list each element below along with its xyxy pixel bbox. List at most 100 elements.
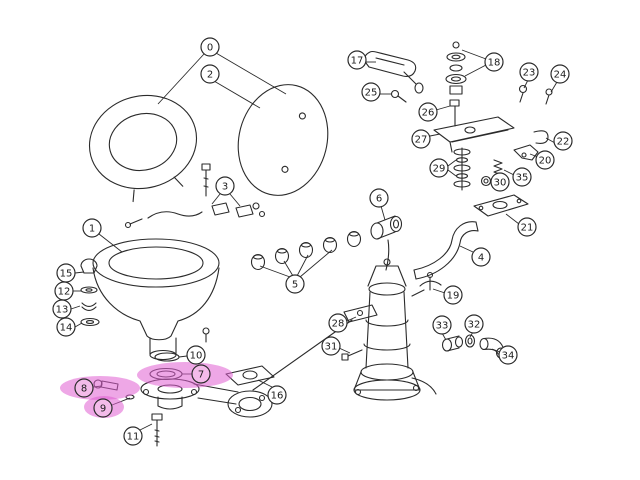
callout-number-8: 8 bbox=[81, 384, 87, 395]
callout-number-29: 29 bbox=[433, 164, 446, 175]
callout-circle-4 bbox=[471, 247, 491, 267]
callout-34: 34 bbox=[498, 345, 518, 365]
callout-number-33: 33 bbox=[436, 321, 449, 332]
callout-7: 7 bbox=[191, 364, 211, 384]
callout-17: 17 bbox=[347, 50, 367, 70]
callout-circle-25 bbox=[361, 82, 381, 102]
callout-number-15: 15 bbox=[60, 269, 73, 280]
callout-27: 27 bbox=[411, 129, 431, 149]
callout-circle-35 bbox=[512, 167, 532, 187]
callout-circle-19 bbox=[443, 285, 463, 305]
callout-2: 2 bbox=[200, 64, 220, 84]
callout-number-10: 10 bbox=[190, 351, 203, 362]
callout-circle-1 bbox=[82, 218, 102, 238]
callout-circle-7 bbox=[191, 364, 211, 384]
callout-25: 25 bbox=[361, 82, 381, 102]
callout-number-22: 22 bbox=[557, 137, 570, 148]
callout-number-7: 7 bbox=[198, 370, 204, 381]
pump-bracket-28-drawing bbox=[341, 304, 378, 361]
callout-5: 5 bbox=[285, 274, 305, 294]
callout-29: 29 bbox=[429, 158, 449, 178]
callout-23: 23 bbox=[519, 62, 539, 82]
callout-circle-31 bbox=[321, 336, 341, 356]
callout-number-24: 24 bbox=[554, 70, 567, 81]
parts-line-art bbox=[80, 41, 553, 447]
callout-16: 16 bbox=[267, 385, 287, 405]
callout-9: 9 bbox=[93, 398, 113, 418]
callout-24: 24 bbox=[550, 64, 570, 84]
callout-31: 31 bbox=[321, 336, 341, 356]
callout-30: 30 bbox=[490, 172, 510, 192]
callout-18: 18 bbox=[484, 52, 504, 72]
callout-circle-8 bbox=[74, 378, 94, 398]
callout-6: 6 bbox=[369, 188, 389, 208]
pump-assembly-drawing bbox=[353, 258, 437, 401]
callout-circle-6 bbox=[369, 188, 389, 208]
callout-circle-26 bbox=[418, 102, 438, 122]
hinge-hardware-drawing bbox=[124, 163, 266, 229]
callout-14: 14 bbox=[56, 317, 76, 337]
spout-6-drawing bbox=[370, 215, 403, 271]
callout-21: 21 bbox=[517, 217, 537, 237]
hose-4-drawing bbox=[413, 221, 479, 280]
callout-circle-13 bbox=[52, 299, 72, 319]
callout-35: 35 bbox=[512, 167, 532, 187]
callout-number-9: 9 bbox=[100, 404, 106, 415]
callout-28: 28 bbox=[328, 313, 348, 333]
callout-number-30: 30 bbox=[494, 178, 507, 189]
callout-number-12: 12 bbox=[58, 287, 71, 298]
callout-4: 4 bbox=[471, 247, 491, 267]
callout-number-6: 6 bbox=[376, 194, 382, 205]
callout-number-18: 18 bbox=[488, 58, 501, 69]
callout-20: 20 bbox=[535, 150, 555, 170]
callout-circle-33 bbox=[432, 315, 452, 335]
callout-12: 12 bbox=[54, 281, 74, 301]
callout-number-16: 16 bbox=[271, 391, 284, 402]
callout-19: 19 bbox=[443, 285, 463, 305]
callout-number-2: 2 bbox=[207, 70, 213, 81]
callout-circle-21 bbox=[517, 217, 537, 237]
piston-stack-18-drawing bbox=[445, 41, 467, 127]
callout-circle-10 bbox=[186, 345, 206, 365]
toilet-seat-drawing bbox=[88, 94, 198, 203]
callout-circle-27 bbox=[411, 129, 431, 149]
callout-circle-2 bbox=[200, 64, 220, 84]
callout-number-32: 32 bbox=[468, 320, 481, 331]
callout-number-20: 20 bbox=[539, 156, 552, 167]
callout-number-5: 5 bbox=[292, 280, 298, 291]
callout-circle-22 bbox=[553, 131, 573, 151]
callout-circle-32 bbox=[464, 314, 484, 334]
callout-circle-16 bbox=[267, 385, 287, 405]
callout-number-3: 3 bbox=[222, 182, 228, 193]
callout-26: 26 bbox=[418, 102, 438, 122]
callout-32: 32 bbox=[464, 314, 484, 334]
callout-number-31: 31 bbox=[325, 342, 338, 353]
clamp-19-drawing bbox=[411, 271, 442, 297]
callout-number-11: 11 bbox=[127, 432, 140, 443]
callout-circle-18 bbox=[484, 52, 504, 72]
callout-number-14: 14 bbox=[60, 323, 73, 334]
gasket-plate-16-drawing bbox=[225, 365, 275, 386]
callout-number-17: 17 bbox=[351, 56, 364, 67]
discharge-fittings-drawing bbox=[441, 334, 507, 359]
callout-22: 22 bbox=[553, 131, 573, 151]
callout-circle-30 bbox=[490, 172, 510, 192]
callout-number-35: 35 bbox=[516, 173, 529, 184]
callout-1: 1 bbox=[82, 218, 102, 238]
callout-circle-14 bbox=[56, 317, 76, 337]
highlight-mark-part-7 bbox=[137, 362, 233, 388]
toilet-lid-drawing bbox=[237, 84, 329, 196]
callout-number-21: 21 bbox=[521, 223, 534, 234]
callout-circle-24 bbox=[550, 64, 570, 84]
callout-circle-20 bbox=[535, 150, 555, 170]
callout-number-27: 27 bbox=[415, 135, 428, 146]
callout-circle-34 bbox=[498, 345, 518, 365]
callout-number-34: 34 bbox=[502, 351, 515, 362]
callout-number-25: 25 bbox=[365, 88, 378, 99]
callout-number-26: 26 bbox=[422, 108, 435, 119]
callout-3: 3 bbox=[215, 176, 235, 196]
callout-circle-3 bbox=[215, 176, 235, 196]
